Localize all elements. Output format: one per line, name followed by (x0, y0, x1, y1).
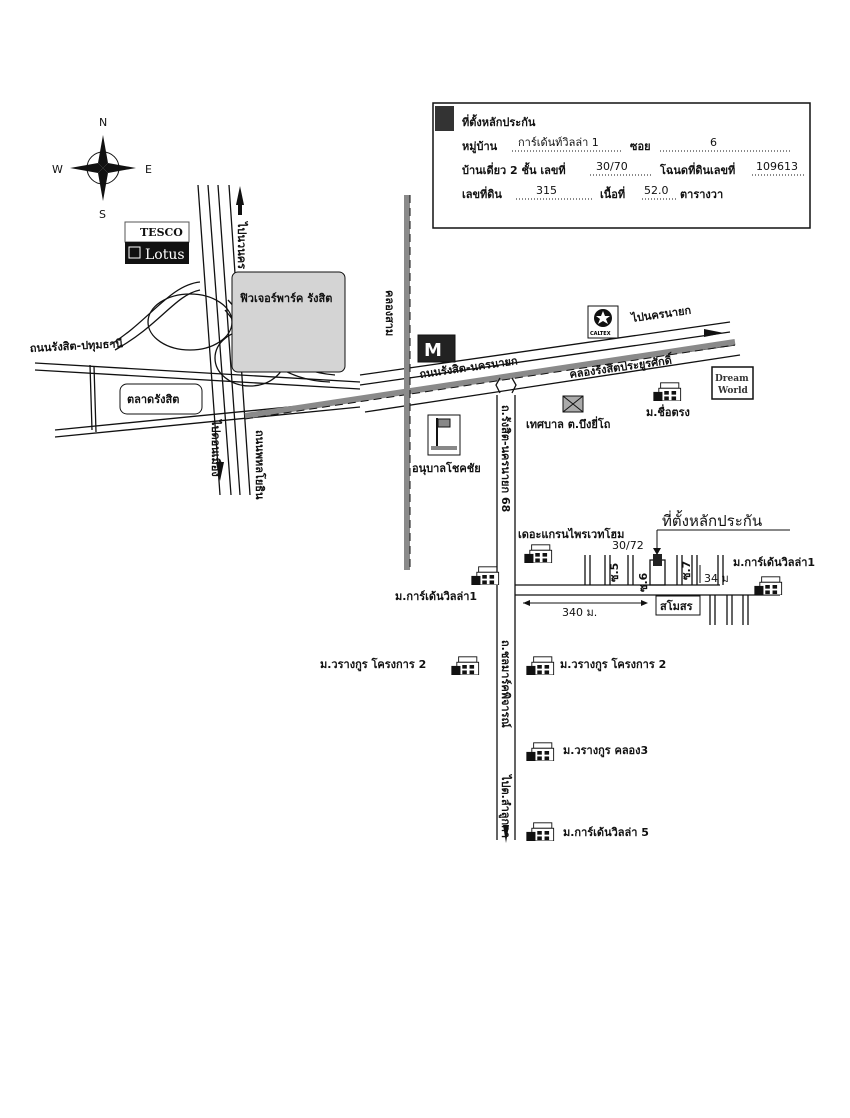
land-no-value: 315 (536, 184, 557, 197)
khlong-rangsit-canal (244, 339, 736, 419)
soi68-label: ถ.รังสิต-นครนายก 68 (499, 405, 512, 512)
deed-label: โฉนดที่ดินเลขที่ (659, 162, 735, 177)
arrow-icon (704, 329, 724, 337)
rangsit-pathum-label: ถนนรังสิต-ปทุมธานี (29, 337, 123, 356)
soi7-label: ซ.7 (680, 561, 693, 580)
club-block (655, 595, 701, 616)
village-label: หมู่บ้าน (462, 140, 498, 154)
house-label: บ้านเดี่ยว 2 ชั้น เลขที่ (462, 162, 566, 177)
area-value: 52.0 (644, 184, 669, 197)
khlong-sam-label: คลองสาม (383, 290, 396, 336)
warang3-label: ม.วรางกูร คลอง3 (563, 744, 648, 758)
phahonyothin-road (197, 184, 251, 496)
to-navanakorn-label: ไปนวนคร (235, 220, 249, 269)
village-value: การ์เด้นท์วิลล่า 1 (518, 136, 599, 149)
info-box: ที่ตั้งหลักประกัน หมู่บ้าน การ์เด้นท์วิล… (432, 102, 811, 229)
canal-edge (244, 344, 736, 420)
compass-n: N (99, 116, 107, 129)
svg-text:Dream: Dream (715, 374, 749, 384)
to-lamlukka-label: ไปต.ลำลูกกา (498, 773, 513, 838)
club-label: สโมสร (660, 599, 693, 613)
mcdonalds-logo: M (417, 334, 456, 363)
house-value: 30/70 (596, 160, 628, 173)
soi-68-road (496, 395, 516, 840)
village-icon (525, 742, 555, 761)
village-icon (523, 544, 553, 563)
collateral-label: ที่ตั้งหลักประกัน (662, 510, 762, 530)
future-park-label: ฟิวเจอร์พาร์ค รังสิต (240, 292, 333, 305)
dream-world-logo: Dream World (711, 366, 754, 400)
svg-text:TESCO: TESCO (140, 226, 183, 239)
chonmarn-label: ถ.ชลมาร์คพิจารณ์ (499, 640, 512, 729)
anuban-label: อนุบาลโชคชัย (412, 461, 481, 476)
collateral-marker (653, 554, 662, 566)
rangsit-nakhonnayok-road (359, 321, 741, 413)
bridge (495, 377, 517, 394)
to-donmueang-label: ไปดอนเมือง (209, 418, 223, 477)
village-icon (652, 382, 682, 401)
soi-value: 6 (710, 136, 717, 149)
municipality-label: เทศบาล ต.บึงยี่โถ (526, 416, 611, 431)
caltex-logo: CALTEX (587, 305, 619, 339)
dist340-label: 340 ม. (562, 606, 597, 619)
house-no-label: 30/72 (612, 539, 644, 552)
to-nakhonnayok-label: ไปนครนายก (628, 303, 692, 326)
municipality-icon (562, 395, 584, 413)
village-icon (450, 656, 480, 675)
arrow-icon (653, 548, 661, 555)
svg-text:M: M (424, 340, 442, 361)
village-icon (470, 566, 500, 585)
deed-value: 109613 (756, 160, 798, 173)
garden1-left-label: ม.การ์เด้นวิลล่า1 (395, 590, 477, 603)
warang-right-label: ม.วรางกูร โครงการ 2 (560, 657, 666, 672)
soi6-label: ซ.6 (637, 572, 650, 592)
soi-network (515, 555, 780, 625)
rangsit-pathum-road (34, 362, 361, 438)
land-no-label: เลขที่ดิน (462, 186, 502, 201)
info-title: ที่ตั้งหลักประกัน (462, 114, 536, 129)
compass-e: E (145, 163, 152, 176)
compass-rose-icon: N S W E (52, 116, 152, 221)
future-park-block (231, 271, 346, 373)
compass-s: S (99, 208, 106, 221)
rangsit-market-label: ตลาดรังสิต (127, 393, 179, 406)
chuetrong-label: ม.ชื่อตรง (646, 404, 690, 419)
svg-text:Lotus: Lotus (145, 247, 185, 263)
dist34-label: 34 ม (704, 572, 729, 585)
soi-label: ซอย (630, 140, 651, 153)
area-unit: ตารางวา (680, 188, 723, 201)
school-flag-icon (427, 414, 461, 456)
compass-w: W (52, 163, 63, 176)
soi5-label: ซ.5 (608, 563, 621, 582)
village-icon (525, 656, 555, 675)
phahonyothin-label: ถนนพหลโยธิน (253, 430, 267, 500)
svg-text:CALTEX: CALTEX (590, 331, 611, 337)
grand-private-label: เดอะแกรนไพรเวทโฮม (518, 527, 624, 541)
tesco-lotus-logo: TESCO Lotus (124, 221, 190, 264)
khlong-rangsit-label: คลองรังสิตประยูรศักดิ์ (568, 352, 674, 382)
area-label: เนื้อที่ (600, 186, 625, 201)
svg-text:World: World (717, 386, 749, 396)
rangsit-market-block (119, 383, 203, 415)
village-icon (753, 576, 783, 595)
arrow-icon (503, 825, 509, 843)
side-road (89, 364, 97, 433)
village-icon (525, 822, 555, 841)
garden1-right-label: ม.การ์เด้นวิลล่า1 (733, 556, 815, 569)
pointer-line (656, 529, 790, 548)
warang-left-label: ม.วรางกูร โครงการ 2 (320, 657, 426, 672)
garden5-label: ม.การ์เด้นวิลล่า 5 (563, 826, 649, 839)
